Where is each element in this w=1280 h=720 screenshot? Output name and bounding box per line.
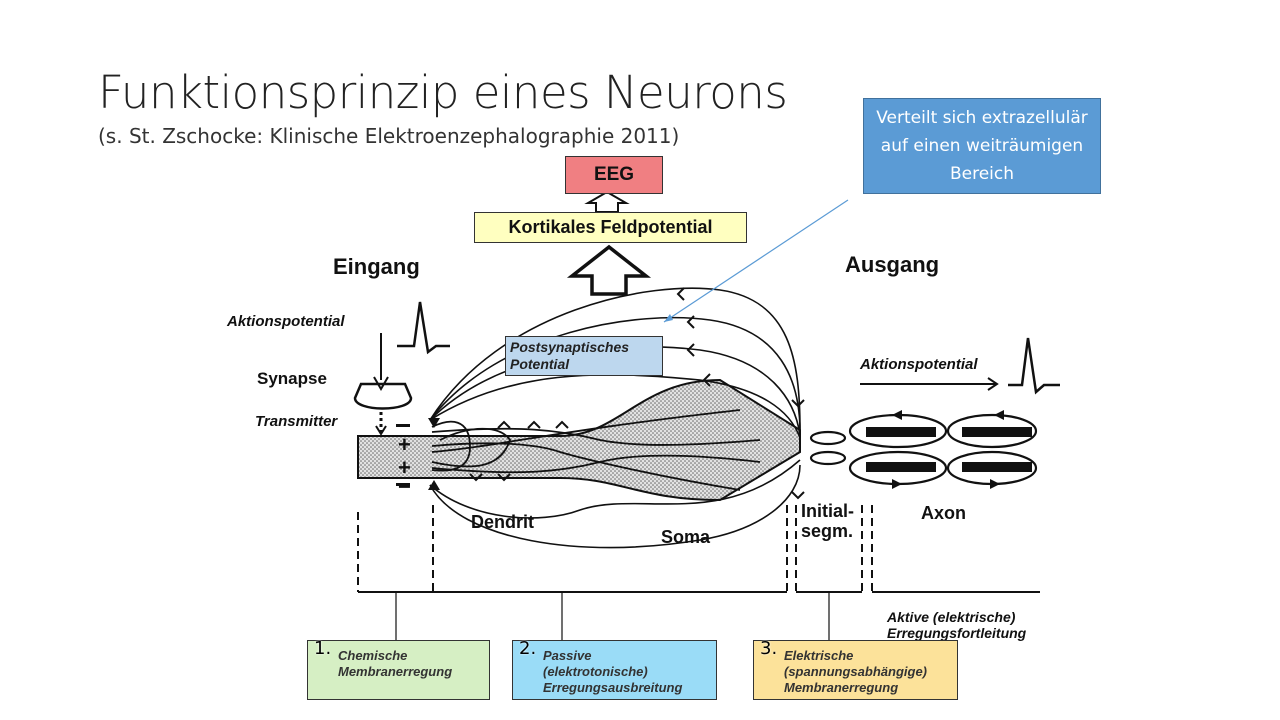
initial-segment-label: Initial- segm. xyxy=(801,501,854,541)
postsynaptic-potential-box: Postsynaptisches Potential xyxy=(505,336,663,376)
dendrite-label: Dendrit xyxy=(471,512,534,532)
input-spike-icon xyxy=(397,301,450,355)
slide-title: Funktionsprinzip eines Neurons xyxy=(98,66,788,119)
stage-box-electrical: 3. Elektrische (spannungsabhängige) Memb… xyxy=(753,640,958,700)
axon-label: Axon xyxy=(921,503,966,523)
stage-box-chemical: 1. Chemische Membranerregung xyxy=(307,640,490,700)
slide-subtitle: (s. St. Zschocke: Klinische Elektroenzep… xyxy=(98,124,680,148)
minus-sign-bottom: − xyxy=(398,474,411,499)
transmitter-label: Transmitter xyxy=(255,413,338,430)
stage-number: 3. xyxy=(760,638,778,659)
stage-number: 1. xyxy=(314,638,332,659)
stage-box-passive: 2. Passive (elektrotonische) Erregungsau… xyxy=(512,640,717,700)
action-potential-input-label: Aktionspotential xyxy=(227,313,345,330)
output-label: Ausgang xyxy=(845,252,940,277)
stage-text: Passive (elektrotonische) Erregungsausbr… xyxy=(543,648,683,695)
stage-text: Chemische Membranerregung xyxy=(338,648,453,679)
action-potential-output-label: Aktionspotential xyxy=(860,356,978,373)
input-label: Eingang xyxy=(333,254,420,279)
big-up-arrow-icon xyxy=(566,244,652,296)
minus-sign-top: − xyxy=(398,413,411,438)
field-potential-box: Kortikales Feldpotential xyxy=(474,212,747,243)
dendrite-soma-body xyxy=(357,378,801,502)
small-up-arrow-icon xyxy=(584,190,630,213)
soma-label: Soma xyxy=(661,527,711,547)
active-conduction-label: Aktive (elektrische) Erregungsfortleitun… xyxy=(887,609,1027,641)
stage-text: Elektrische (spannungsabhängige) Membran… xyxy=(784,648,927,695)
output-spike-icon xyxy=(1008,337,1060,395)
plus-sign-top: + xyxy=(398,432,411,457)
eeg-box: EEG xyxy=(565,156,663,194)
plus-sign-bottom: + xyxy=(398,455,411,480)
stage-number: 2. xyxy=(519,638,537,659)
synapse-label: Synapse xyxy=(257,369,327,388)
synapse-icon xyxy=(353,382,413,410)
callout-box: Verteilt sich extrazellulär auf einen we… xyxy=(863,98,1101,194)
